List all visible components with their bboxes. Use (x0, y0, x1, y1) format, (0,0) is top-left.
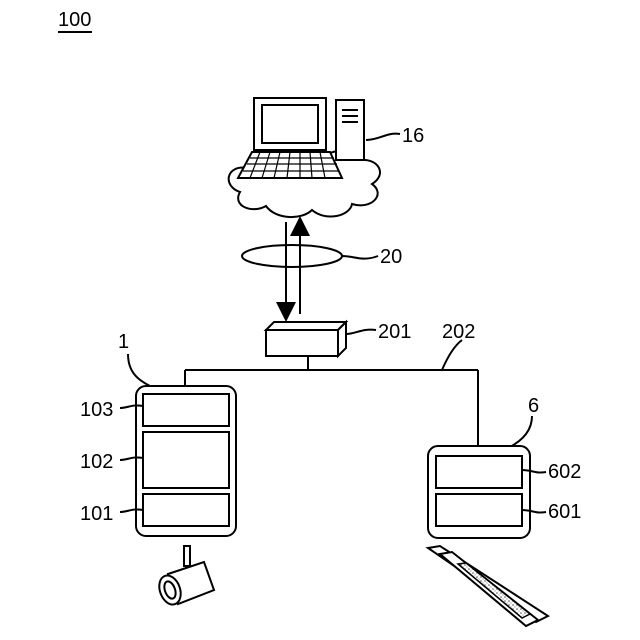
gateway-leader (346, 330, 376, 334)
device-b-leader (508, 416, 532, 448)
bus-leader (442, 340, 462, 370)
device-b-top-label: 602 (548, 461, 581, 483)
computer-leader (366, 134, 400, 140)
device-a-unit-101 (143, 494, 229, 526)
network-leader (342, 256, 378, 259)
bus-label: 202 (442, 321, 475, 343)
device-a-top-label: 103 (80, 399, 113, 421)
figure-number: 100 (58, 9, 91, 31)
gateway-label: 201 (378, 321, 411, 343)
computer-label: 16 (402, 125, 424, 147)
ceiling-light-icon (428, 546, 548, 626)
device-a-bottom-label: 101 (80, 503, 113, 525)
device-b-unit-602 (436, 456, 522, 488)
device-a-mid-label: 102 (80, 451, 113, 473)
network-label: 20 (380, 246, 402, 268)
device-b-bottom-label: 601 (548, 501, 581, 523)
device-a-unit-103 (143, 394, 229, 426)
device-a-label: 1 (118, 331, 129, 353)
camera-icon (155, 546, 214, 608)
device-a-unit-102 (143, 432, 229, 488)
network-ring (242, 245, 342, 267)
device-b-label: 6 (528, 395, 539, 417)
gateway-box (266, 322, 346, 356)
device-a-leader (128, 354, 150, 386)
device-b-unit-601 (436, 494, 522, 526)
